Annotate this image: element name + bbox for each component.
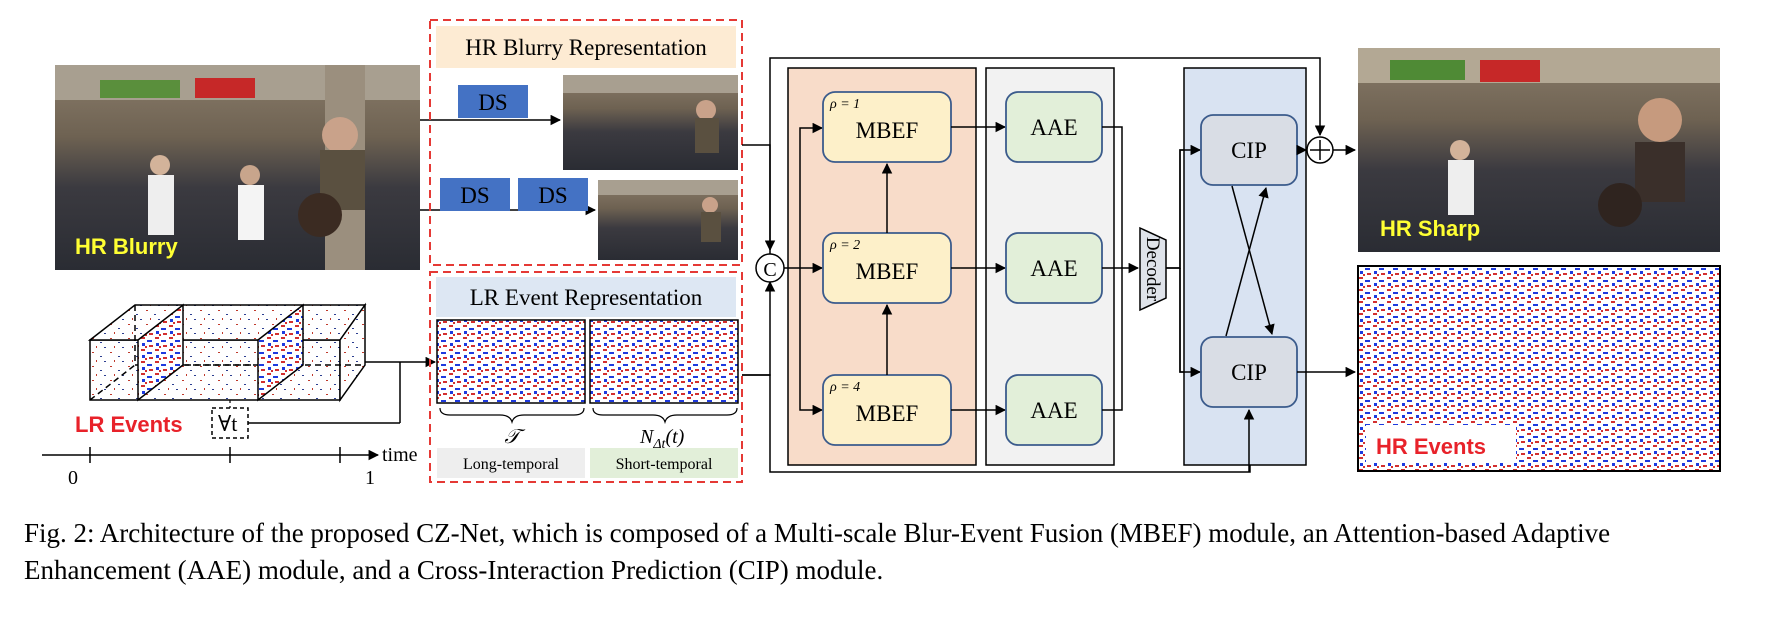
long-temporal-brace <box>439 407 585 425</box>
concat-symbol: C <box>763 259 776 281</box>
long-temporal-event-image <box>436 319 586 404</box>
ds-button: DS <box>518 178 588 211</box>
aae-label-1: AAE <box>1030 115 1077 140</box>
hr-blurry-rep-title: HR Blurry Representation <box>465 35 707 60</box>
mbef-rho-4: ρ = 4 <box>829 380 860 395</box>
lr-event-representation <box>429 271 743 483</box>
time-axis <box>42 447 380 463</box>
ds-button: DS <box>458 85 528 118</box>
short-temporal-tag <box>590 448 738 478</box>
decoder-block <box>1139 226 1167 312</box>
svg-text:DS: DS <box>538 183 567 208</box>
hr-events-label: HR Events <box>1376 434 1486 459</box>
hr-sharp-label: HR Sharp <box>1380 216 1480 241</box>
architecture-diagram: HR Blurry LR Events ∀t time 0 1 HR Blurr… <box>42 19 1721 489</box>
mbef-rho-2: ρ = 2 <box>829 238 860 253</box>
mbef-label-1: MBEF <box>856 118 919 143</box>
hr-blurry-label: HR Blurry <box>75 234 178 259</box>
long-temporal-label: Long-temporal <box>463 456 560 473</box>
short-temporal-label: Short-temporal <box>616 456 713 473</box>
mbef-label-2: MBEF <box>856 259 919 284</box>
lr-event-rep-title: LR Event Representation <box>470 285 703 310</box>
figure-caption: Fig. 2: Architecture of the proposed CZ-… <box>24 518 1611 585</box>
downsampled-image-2 <box>598 180 738 260</box>
mbef-rho-1: ρ = 1 <box>829 97 860 112</box>
forall-label: ∀t <box>218 411 237 436</box>
time-axis-start: 0 <box>68 467 78 489</box>
ds-button: DS <box>440 178 510 211</box>
mbef-label-3: MBEF <box>856 401 919 426</box>
hr-blurry-representation <box>429 19 743 266</box>
decoder-label: Decoder <box>1142 237 1163 302</box>
svg-text:DS: DS <box>478 90 507 115</box>
lr-events-label: LR Events <box>75 412 183 437</box>
hr-blurry-image <box>55 65 420 270</box>
cip-label-top: CIP <box>1231 138 1267 163</box>
short-temporal-brace <box>592 407 738 425</box>
short-temporal-event-image <box>589 319 739 404</box>
lr-events-cube <box>87 302 367 403</box>
cip-label-bottom: CIP <box>1231 360 1267 385</box>
downsampled-image-1 <box>563 75 738 170</box>
hr-events-label-bg <box>1366 425 1516 463</box>
aae-label-2: AAE <box>1030 256 1077 281</box>
hr-sharp-image <box>1358 48 1720 252</box>
tau-label: 𝒯 <box>504 426 526 448</box>
long-temporal-tag <box>437 448 585 478</box>
aae-label-3: AAE <box>1030 398 1077 423</box>
svg-text:DS: DS <box>460 183 489 208</box>
time-axis-end: 1 <box>365 467 375 489</box>
time-axis-label: time <box>382 444 418 466</box>
